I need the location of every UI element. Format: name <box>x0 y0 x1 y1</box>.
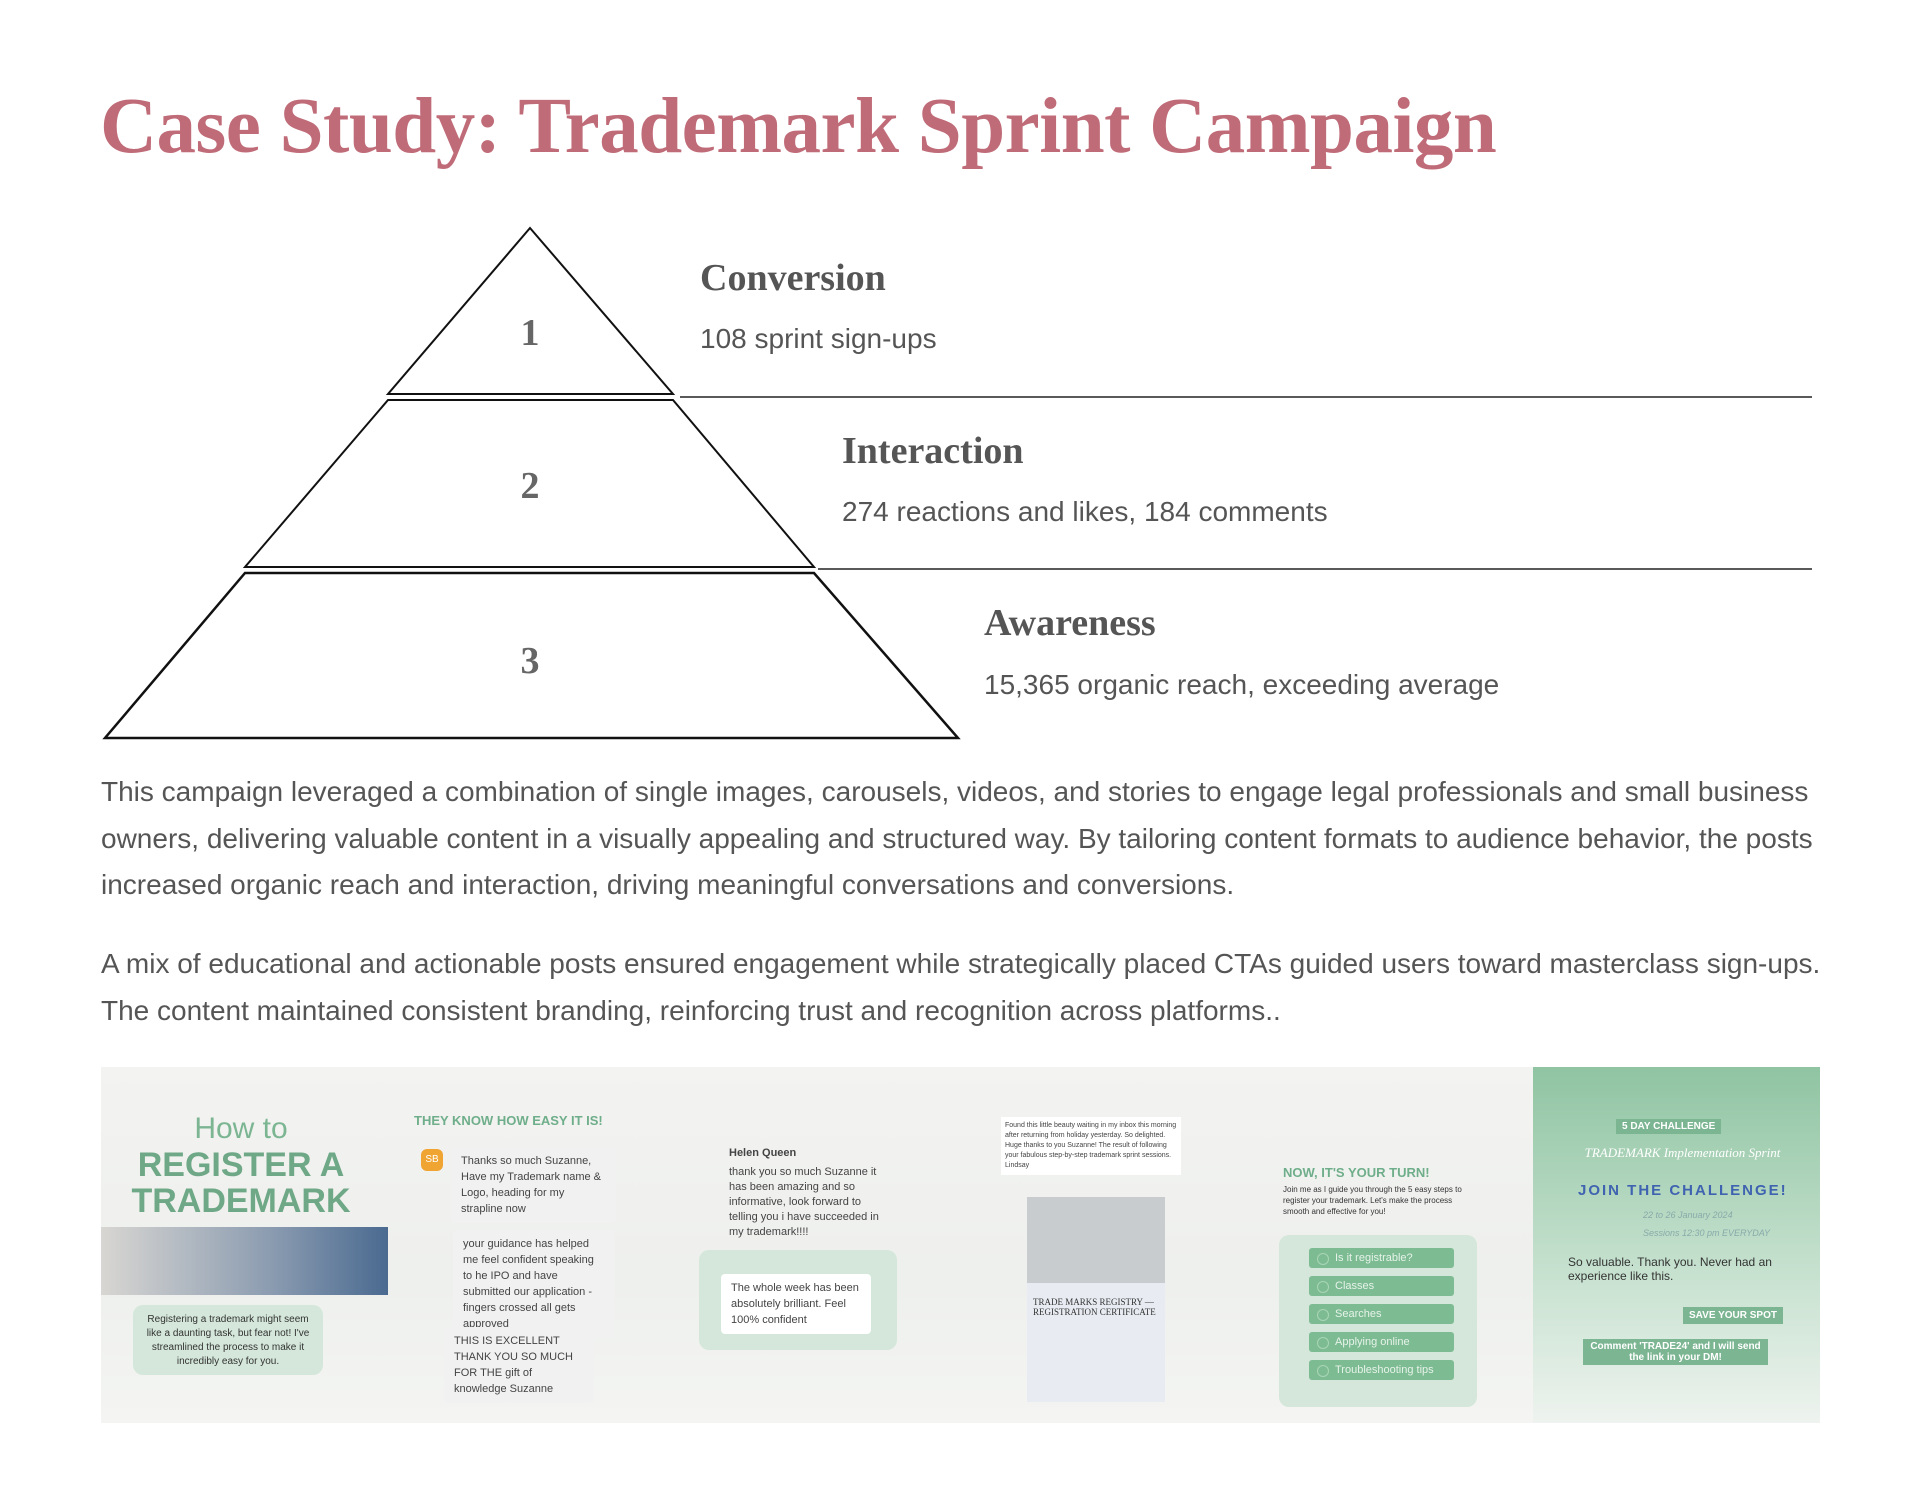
certificate-photo: TRADE MARKS REGISTRY — REGISTRATION CERT… <box>1027 1197 1165 1402</box>
step-item: Searches <box>1309 1304 1454 1324</box>
collage-text: So valuable. Thank you. Never had an exp… <box>1568 1255 1772 1283</box>
collage-text: TRADEMARK Implementation Sprint <box>1584 1145 1781 1160</box>
tier-heading: Awareness <box>984 602 1156 644</box>
funnel-pyramid <box>102 226 1812 740</box>
collage-text: JOIN THE CHALLENGE! <box>1578 1182 1788 1199</box>
step-item: Classes <box>1309 1276 1454 1296</box>
page-title: Case Study: Trademark Sprint Campaign <box>100 83 1497 170</box>
tier-number: 3 <box>520 640 540 682</box>
collage-text: thank you so much Suzanne it has been am… <box>729 1166 879 1238</box>
collage-text: How to <box>194 1112 288 1145</box>
collage-text: 22 to 26 January 2024 <box>1643 1210 1733 1220</box>
body-paragraph: A mix of educational and actionable post… <box>101 948 1821 1026</box>
body-paragraph: This campaign leveraged a combination of… <box>101 776 1813 900</box>
collage-text: 5 DAY CHALLENGE <box>1616 1119 1722 1134</box>
collage-text: Lindsay <box>1005 1162 1030 1169</box>
step-item: Is it registrable? <box>1309 1248 1454 1268</box>
tier-heading: Interaction <box>842 430 1024 472</box>
collage-text: THIS IS EXCELLENT THANK YOU SO MUCH FOR … <box>444 1327 594 1403</box>
funnel-tier-2 <box>242 399 817 568</box>
tier-number: 2 <box>520 465 540 507</box>
collage-text: Comment 'TRADE24' and I will send the li… <box>1583 1339 1768 1365</box>
collage-text: Sessions 12:30 pm EVERYDAY <box>1643 1228 1771 1238</box>
funnel-tier-1 <box>385 226 676 395</box>
photo <box>101 1227 388 1295</box>
collage-text: your guidance has helped me feel confide… <box>453 1230 615 1338</box>
collage-text: Helen Queen <box>729 1147 797 1159</box>
tier-detail: 15,365 organic reach, exceeding average <box>984 669 1500 700</box>
collage-text: THEY KNOW HOW EASY IT IS! <box>414 1113 603 1128</box>
tier-heading: Conversion <box>700 257 886 299</box>
collage-text: Join me as I guide you through the 5 eas… <box>1283 1185 1462 1216</box>
step-item: Applying online <box>1309 1332 1454 1352</box>
collage-text: Registering a trademark might seem like … <box>133 1305 323 1375</box>
tier-detail: 274 reactions and likes, 184 comments <box>842 496 1328 527</box>
collage-text: NOW, IT'S YOUR TURN! <box>1283 1165 1430 1180</box>
step-item: Troubleshooting tips <box>1309 1360 1454 1380</box>
funnel-tier-3 <box>102 571 961 740</box>
collage-text: SAVE YOUR SPOT <box>1683 1307 1783 1324</box>
campaign-collage-image: How to REGISTER A TRADEMARK Registering … <box>101 1067 1820 1423</box>
collage-text: REGISTER A TRADEMARK <box>131 1146 351 1220</box>
collage-text: The whole week has been absolutely brill… <box>721 1274 871 1334</box>
tier-detail: 108 sprint sign-ups <box>700 323 937 354</box>
tier-number: 1 <box>520 312 540 354</box>
collage-text: Thanks so much Suzanne, Have my Trademar… <box>451 1147 616 1223</box>
collage-text: Found this little beauty waiting in my i… <box>1005 1122 1177 1159</box>
avatar: SB <box>421 1149 443 1171</box>
